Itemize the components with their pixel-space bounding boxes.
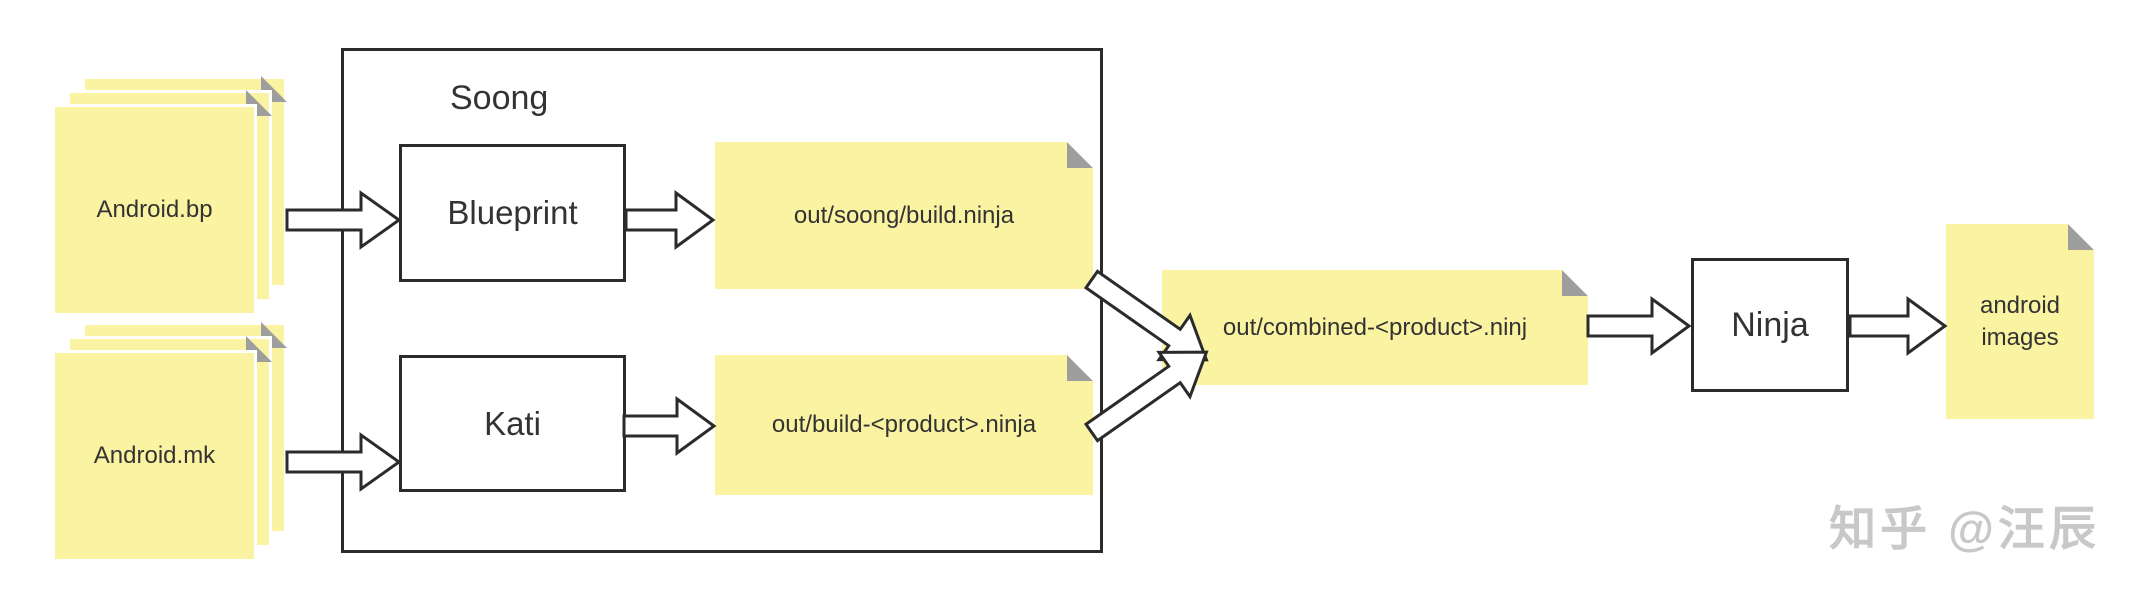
arrow-blueprint-to-soong-ninja xyxy=(624,190,716,250)
kati-ninja-label: out/build-<product>.ninja xyxy=(771,411,1037,438)
folded-corner-icon xyxy=(2068,224,2094,250)
android-bp-file-stack: Android.bp xyxy=(52,76,292,316)
blueprint-label: Blueprint xyxy=(447,194,578,231)
kati-box: Kati xyxy=(399,355,626,492)
arrow-ninja-to-images xyxy=(1848,296,1948,356)
ninja-label: Ninja xyxy=(1731,305,1809,344)
soong-ninja-label: out/soong/build.ninja xyxy=(793,201,1015,229)
arrow-combined-to-ninja xyxy=(1586,296,1692,356)
soong-ninja-note: out/soong/build.ninja xyxy=(715,142,1093,289)
kati-ninja-note: out/build-<product>.ninja xyxy=(715,355,1093,495)
combined-ninja-label: out/combined-<product>.ninj xyxy=(1222,313,1528,341)
kati-label: Kati xyxy=(484,404,541,442)
arrow-androidbp-to-blueprint xyxy=(285,190,402,250)
android-images-label: android images xyxy=(1979,292,2061,351)
arrow-kati-ninja-to-combined xyxy=(1083,350,1209,443)
soong-title: Soong xyxy=(450,79,549,117)
android-bp-label: Android.bp xyxy=(96,196,213,223)
folded-corner-icon xyxy=(1562,270,1588,296)
android-mk-file-stack: Android.mk xyxy=(52,322,292,562)
android-mk-label: Android.mk xyxy=(93,442,216,469)
note-page-front: Android.bp xyxy=(52,104,257,316)
arrow-kati-to-kati-ninja xyxy=(622,396,717,456)
combined-ninja-note: out/combined-<product>.ninj xyxy=(1162,270,1588,385)
android-images-note: android images xyxy=(1946,224,2094,419)
zhihu-watermark: 知乎 @汪辰 xyxy=(1829,502,2100,555)
note-page-front: Android.mk xyxy=(52,350,257,562)
ninja-box: Ninja xyxy=(1691,258,1849,392)
blueprint-box: Blueprint xyxy=(399,144,626,282)
arrow-androidmk-to-kati xyxy=(285,432,402,492)
